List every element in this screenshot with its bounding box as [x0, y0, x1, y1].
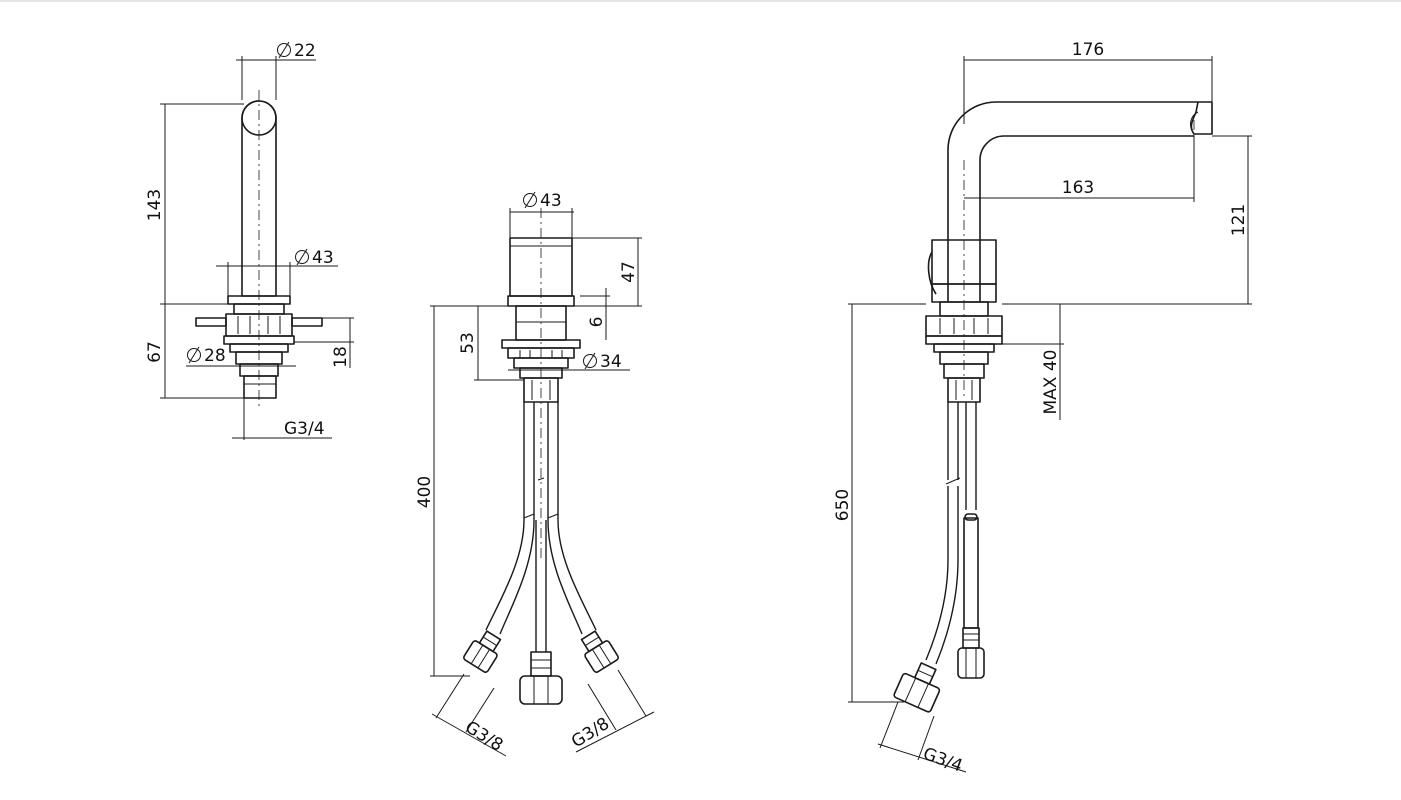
dim-43-handle: 43	[540, 191, 562, 211]
top-border	[0, 0, 1401, 2]
dim-g34-hose: G3/4	[920, 744, 965, 777]
dim-22: 22	[294, 41, 316, 61]
dim-43-base: 43	[312, 248, 334, 268]
dim-143: 143	[145, 189, 165, 221]
dim-176: 176	[1072, 40, 1104, 60]
dim-6: 6	[587, 317, 607, 328]
dim-18: 18	[331, 346, 351, 368]
dim-121: 121	[1229, 204, 1249, 236]
dim-400: 400	[415, 476, 435, 508]
dim-g38-left: G3/8	[461, 717, 506, 755]
dim-47: 47	[619, 261, 639, 283]
dim-650: 650	[833, 489, 853, 521]
dim-67: 67	[145, 341, 165, 363]
dim-53: 53	[458, 332, 478, 354]
dim-g38-right: G3/8	[568, 714, 613, 752]
dim-max-40: MAX 40	[1041, 350, 1061, 415]
dim-34: 34	[600, 352, 622, 372]
dim-28: 28	[204, 346, 226, 366]
mixer-body-view: 43 47 6 53 34 400 G3/8 G3/8	[415, 191, 655, 757]
dim-g34-spout: G3/4	[284, 419, 325, 439]
spout-side-view: 22 143 43 67 28 18 G3/4	[145, 41, 354, 440]
dim-163: 163	[1062, 178, 1094, 198]
spout-front-view: 176 163 121 MAX 40 650 G3/4	[833, 40, 1252, 777]
